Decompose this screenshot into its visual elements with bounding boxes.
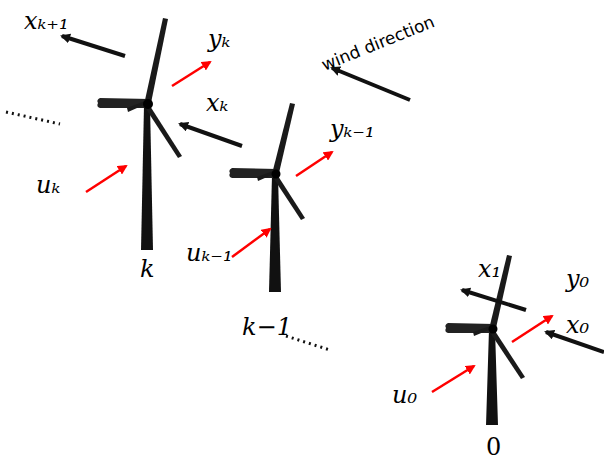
state-label: x₁ xyxy=(478,256,501,282)
ellipsis-dots xyxy=(6,112,330,350)
input-label: u₀ xyxy=(392,382,417,408)
output-label: y₀ xyxy=(566,266,589,292)
output-label: yₖ₋₁ xyxy=(330,116,375,142)
state-label: xₖ xyxy=(206,90,228,116)
output-label: yₖ xyxy=(208,26,230,52)
input-label: uₖ xyxy=(36,172,60,198)
signal-arrow xyxy=(86,62,552,392)
turbine-index: k−1 xyxy=(242,314,292,340)
input-label: uₖ₋₁ xyxy=(186,240,233,266)
turbine-index: 0 xyxy=(486,434,501,460)
wind-turbine xyxy=(229,103,305,292)
turbine-index: k xyxy=(140,256,155,282)
state-arrow xyxy=(62,36,604,352)
state-label: xₖ₊₁ xyxy=(24,8,69,34)
state-label: x₀ xyxy=(566,312,589,338)
wind-label: wind direction xyxy=(319,12,437,74)
